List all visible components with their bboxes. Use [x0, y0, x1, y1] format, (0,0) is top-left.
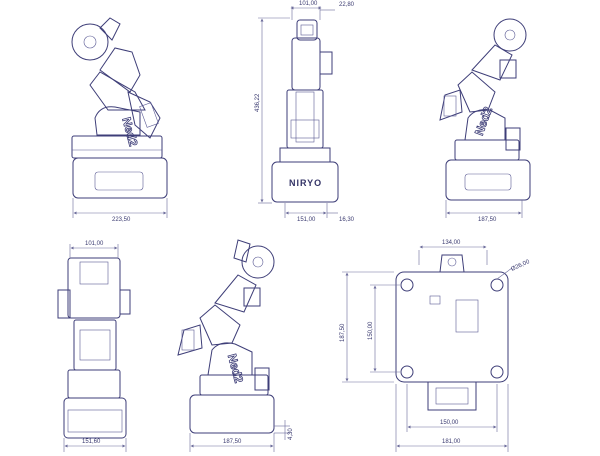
- dim-inner-width: 150,00: [440, 420, 459, 426]
- dim-top-offset: 22,80: [339, 2, 355, 8]
- dim-base-width: 151,00: [297, 217, 316, 223]
- logo-ned2: Ned2: [472, 105, 495, 138]
- back-view: 101,00 151,60: [57, 241, 131, 452]
- dim-base-width: 223,50: [112, 217, 131, 223]
- logo-ned2: Ned2: [225, 352, 246, 384]
- dim-base-width: 187,50: [478, 217, 497, 223]
- dim-base-height: 4,30: [288, 428, 294, 440]
- dim-top-width: 101,00: [85, 241, 104, 247]
- dim-outer-width: 181,00: [442, 439, 461, 445]
- dim-top-width: 134,00: [442, 240, 461, 246]
- dim-outer-height: 187,50: [340, 323, 346, 342]
- dim-hole-diameter: Ø26,00: [510, 259, 531, 273]
- bottom-view: 134,00 Ø26,00 187,50 150,00 150,00 181,0…: [340, 240, 531, 452]
- side-view-right: Ned2 187,50: [439, 18, 531, 223]
- dim-base-offset: 16,30: [339, 217, 355, 223]
- dim-base-width: 151,60: [82, 439, 101, 445]
- dim-height: 436,22: [255, 93, 261, 112]
- front-view: NIRYO 101,00 22,80 436,22 151,00 16,30: [255, 1, 355, 223]
- dim-base-width: 187,50: [223, 439, 242, 445]
- logo-niryo: NIRYO: [289, 178, 322, 188]
- dim-inner-height: 150,00: [368, 321, 374, 340]
- perspective-view: Ned2 187,50 4,30: [177, 239, 294, 452]
- dim-top-width: 101,00: [299, 1, 318, 7]
- side-view-left: Ned2 223,50: [71, 17, 168, 223]
- logo-ned2: Ned2: [119, 116, 140, 148]
